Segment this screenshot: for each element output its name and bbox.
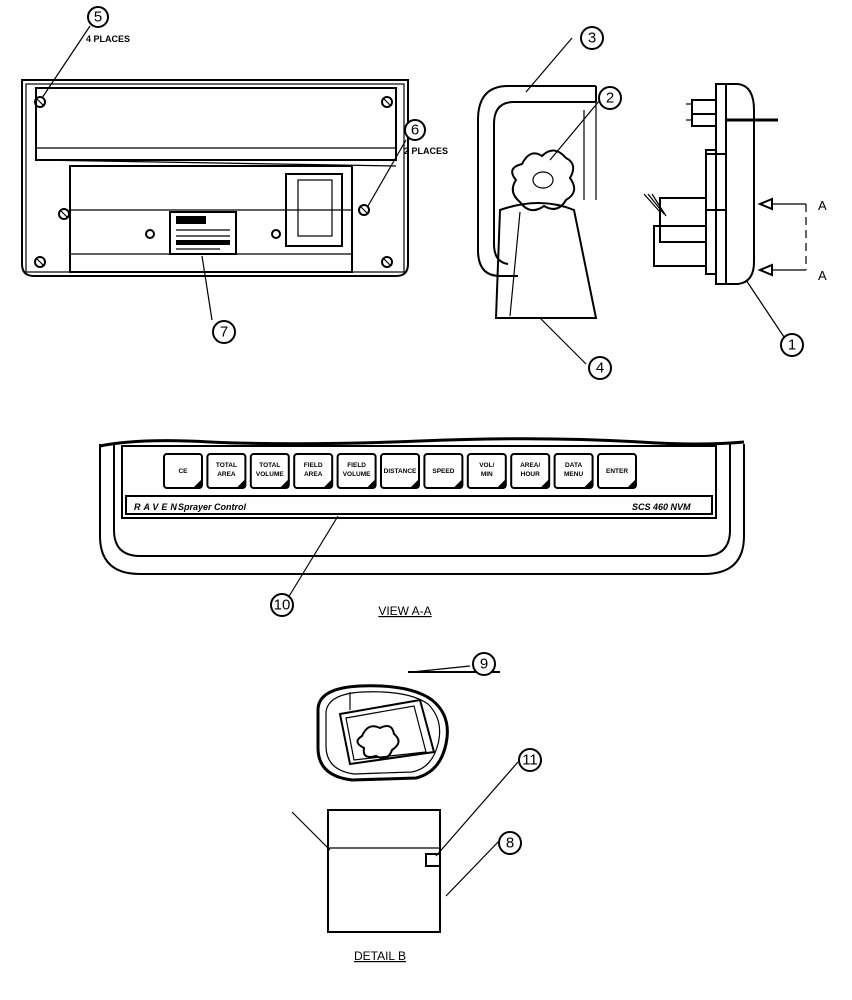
key-corner-mark bbox=[193, 479, 202, 488]
keypad-button-label: ENTER bbox=[606, 468, 628, 475]
callout-bubble: 1 bbox=[780, 333, 804, 357]
screw-icon bbox=[145, 229, 155, 239]
callout-8-number: 8 bbox=[506, 835, 514, 852]
mount-bracket-view bbox=[477, 85, 598, 319]
callout-bubble: 7 bbox=[212, 320, 236, 344]
callout-7-number: 7 bbox=[220, 324, 228, 341]
keypad-button-label: TOTAL bbox=[216, 462, 237, 469]
keypad-button[interactable]: FIELD AREA bbox=[293, 453, 334, 489]
callout-bubble: 9 bbox=[472, 652, 496, 676]
callout-3-number: 3 bbox=[588, 30, 596, 47]
two-places-note: 2 PLACES bbox=[404, 146, 448, 156]
section-mark-top: A bbox=[818, 198, 827, 213]
keypad-button-label: SPEED bbox=[432, 468, 454, 475]
screw-icon bbox=[381, 96, 393, 108]
keypad-button-label: MIN bbox=[481, 471, 493, 478]
callout-bubble: 6 bbox=[404, 119, 426, 141]
screw-icon bbox=[58, 208, 70, 220]
keypad-button-label: VOLUME bbox=[343, 471, 371, 478]
leader-line bbox=[411, 665, 471, 673]
brand-label: RAVEN bbox=[134, 502, 180, 512]
keypad-button[interactable]: TOTAL AREA bbox=[206, 453, 247, 489]
keypad-button-label: FIELD bbox=[347, 462, 366, 469]
keypad-button-label: TOTAL bbox=[259, 462, 280, 469]
keypad-button-label: VOLUME bbox=[256, 471, 284, 478]
keypad-button[interactable]: SPEED bbox=[423, 453, 464, 489]
keypad: CE TOTAL AREA TOTAL VOLUME FIELD AREA FIELD VOLU… bbox=[163, 453, 637, 489]
section-line-aa bbox=[757, 197, 807, 277]
callout-bubble: 3 bbox=[580, 26, 604, 50]
callout-bubble: 11 bbox=[518, 748, 542, 772]
keypad-button[interactable]: TOTAL VOLUME bbox=[249, 453, 290, 489]
keypad-button-label: DATA bbox=[565, 462, 582, 469]
console-side-view bbox=[643, 83, 778, 285]
keypad-button[interactable]: AREA/HOUR bbox=[510, 453, 551, 489]
keypad-button-label: AREA bbox=[304, 471, 323, 478]
detail-b-caption: DETAIL B bbox=[354, 949, 406, 963]
leader-line bbox=[41, 25, 91, 99]
keypad-button[interactable]: DISTANCE bbox=[380, 453, 420, 489]
callout-5-number: 5 bbox=[94, 9, 102, 26]
keypad-button[interactable]: DATA MENU bbox=[553, 453, 594, 489]
keypad-button-label: MENU bbox=[564, 471, 583, 478]
keypad-button[interactable]: VOL/MIN bbox=[466, 453, 507, 489]
keypad-button-label: AREA bbox=[217, 471, 236, 478]
key-corner-mark bbox=[410, 479, 419, 488]
leader-line bbox=[367, 139, 407, 207]
screw-icon bbox=[34, 96, 46, 108]
callout-bubble: 2 bbox=[598, 86, 622, 110]
callout-2-number: 2 bbox=[606, 90, 614, 107]
leader-line bbox=[201, 255, 213, 321]
key-corner-mark bbox=[627, 479, 636, 488]
leader-line bbox=[445, 839, 501, 897]
screw-icon bbox=[271, 229, 281, 239]
section-mark-bottom: A bbox=[818, 268, 827, 283]
key-corner-mark bbox=[453, 479, 463, 488]
keypad-button-label: AREA/ bbox=[520, 462, 540, 469]
keypad-button-label: HOUR bbox=[521, 471, 540, 478]
keypad-button-label: CE bbox=[178, 468, 188, 475]
model-label: SCS 460 NVM bbox=[632, 502, 691, 512]
callout-4-number: 4 bbox=[596, 360, 604, 377]
key-corner-mark bbox=[540, 479, 550, 488]
keypad-button[interactable]: ENTER bbox=[597, 453, 637, 489]
callout-bubble: 4 bbox=[588, 356, 612, 380]
key-corner-mark bbox=[583, 479, 593, 488]
leader-line bbox=[287, 515, 339, 599]
leader-line bbox=[549, 99, 601, 161]
key-corner-mark bbox=[236, 479, 246, 488]
callout-11-number: 11 bbox=[522, 752, 538, 769]
view-aa-caption: VIEW A-A bbox=[378, 604, 431, 618]
callout-1-number: 1 bbox=[788, 337, 796, 354]
leader-line bbox=[435, 761, 519, 857]
callout-bubble: 8 bbox=[498, 831, 522, 855]
leader-line bbox=[745, 279, 787, 341]
keypad-button-label: FIELD bbox=[304, 462, 323, 469]
screw-icon bbox=[358, 204, 370, 216]
keypad-button-label: VOL/ bbox=[479, 462, 494, 469]
key-corner-mark bbox=[496, 479, 506, 488]
detail-b bbox=[291, 671, 500, 933]
screw-icon bbox=[381, 256, 393, 268]
callout-6-number: 6 bbox=[411, 122, 419, 139]
keypad-button[interactable]: FIELD VOLUME bbox=[336, 453, 377, 489]
keypad-button-label: DISTANCE bbox=[384, 468, 417, 475]
screw-icon bbox=[34, 256, 46, 268]
rear-view bbox=[21, 79, 409, 277]
product-label: Sprayer Control bbox=[178, 502, 247, 512]
key-corner-mark bbox=[279, 479, 289, 488]
leader-line bbox=[525, 37, 573, 93]
callout-9-number: 9 bbox=[480, 656, 488, 673]
callout-bubble: 5 bbox=[87, 6, 109, 28]
keypad-button[interactable]: CE bbox=[163, 453, 203, 489]
key-corner-mark bbox=[366, 479, 376, 488]
four-places-note: 4 PLACES bbox=[86, 34, 130, 44]
callout-10-number: 10 bbox=[274, 597, 291, 614]
key-corner-mark bbox=[323, 479, 333, 488]
front-panel-view bbox=[99, 437, 745, 575]
callout-bubble: 10 bbox=[270, 593, 294, 617]
leader-line bbox=[539, 317, 587, 365]
